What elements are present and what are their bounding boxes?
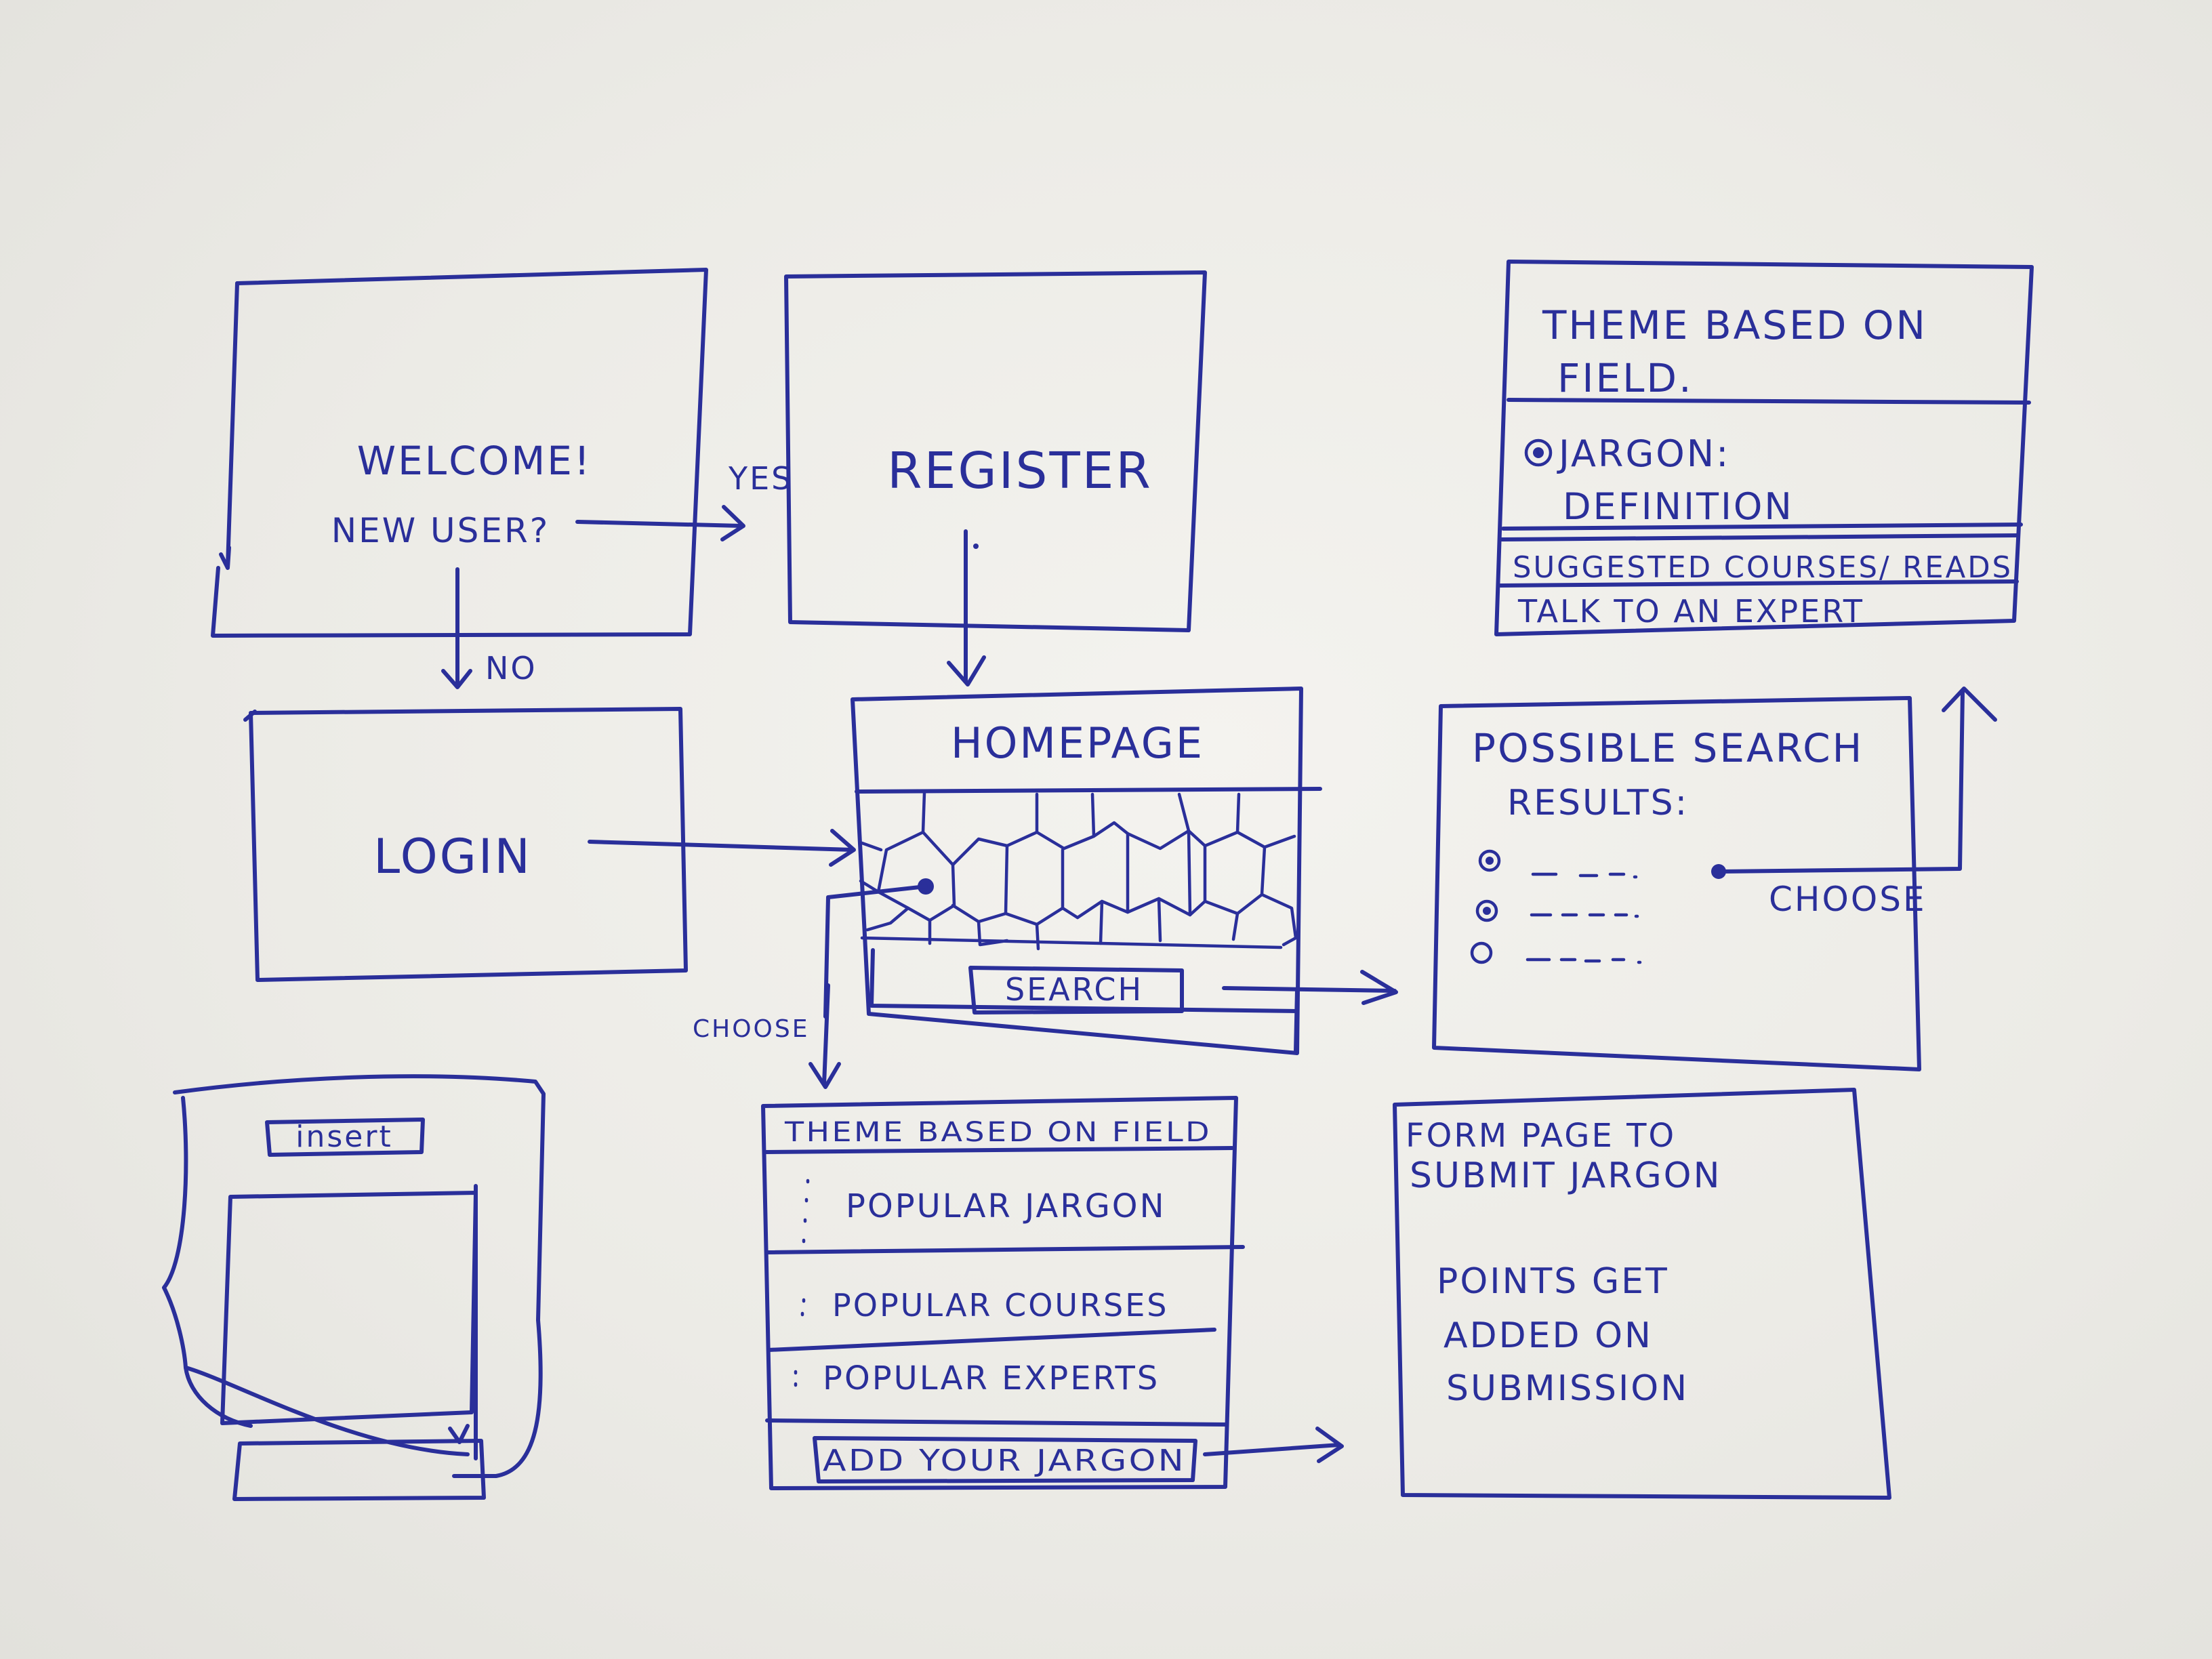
search-results-line1: POSSIBLE SEARCH — [1472, 725, 1864, 771]
welcome-screen: WELCOME! NEW USER? — [211, 268, 708, 638]
form-page-line3: POINTS GET — [1437, 1261, 1669, 1302]
add-jargon-button[interactable]: ADD YOUR JARGON — [823, 1443, 1186, 1478]
theme-detail-frame — [1494, 260, 2034, 636]
search-button[interactable]: SEARCH — [1005, 971, 1143, 1008]
add-jargon-button-frame — [813, 1436, 1197, 1483]
register-screen: REGISTER — [784, 270, 1207, 687]
result-radio-icon[interactable] — [1475, 899, 1498, 922]
result-radio-icon[interactable] — [1470, 941, 1493, 964]
jargon-definition: DEFINITION — [1563, 485, 1794, 528]
theme-list-frame — [761, 1096, 1238, 1490]
search-result-item[interactable] — [1470, 941, 1642, 964]
form-page-line2: SUBMIT JARGON — [1410, 1155, 1721, 1196]
no-label: NO — [485, 650, 537, 687]
jargon-radio-icon[interactable] — [1524, 438, 1553, 467]
register-title: REGISTER — [887, 442, 1153, 500]
insert-screen: insert — [162, 1074, 546, 1501]
welcome-title: WELCOME! — [357, 438, 592, 484]
form-page-frame — [1393, 1088, 1891, 1500]
search-results-screen: POSSIBLE SEARCH RESULTS: CHOOSE — [1432, 687, 1997, 1071]
form-page-line1: FORM PAGE TO — [1406, 1117, 1676, 1155]
theme-list-screen: THEME BASED ON FIELD POPULAR JARGON POPU… — [761, 1096, 1344, 1490]
talk-to-expert-link[interactable]: TALK TO AN EXPERT — [1517, 593, 1864, 630]
search-button-frame — [968, 966, 1184, 1015]
search-result-item[interactable] — [1478, 849, 1638, 879]
homepage-title: HOMEPAGE — [951, 718, 1204, 768]
login-screen: LOGIN — [243, 707, 856, 982]
new-user-question: NEW USER? — [331, 511, 550, 550]
form-page-screen: FORM PAGE TO SUBMIT JARGON POINTS GET AD… — [1393, 1088, 1891, 1500]
form-page-line4: ADDED ON — [1443, 1315, 1653, 1356]
popular-jargon-item[interactable]: POPULAR JARGON — [846, 1187, 1166, 1225]
choose-result-label: CHOOSE — [1769, 880, 1927, 919]
insert-curved-frame — [173, 1074, 546, 1478]
insert-bottom-bar — [232, 1439, 486, 1501]
insert-label[interactable]: insert — [295, 1120, 392, 1154]
theme-detail-screen: THEME BASED ON FIELD. JARGON: DEFINITION… — [1494, 260, 2034, 636]
search-results-frame — [1432, 696, 1921, 1071]
login-frame — [249, 707, 688, 982]
jargon-term: JARGON: — [1557, 432, 1730, 475]
homepage-screen: HOMEPAGE — [693, 687, 1398, 1089]
suggested-courses-link[interactable]: SUGGESTED COURSES/ READS — [1513, 550, 2013, 585]
no-connector: NO — [441, 567, 537, 689]
form-page-line5: SUBMISSION — [1446, 1368, 1689, 1409]
result-radio-icon[interactable] — [1478, 849, 1501, 872]
insert-tag-frame — [265, 1118, 425, 1157]
theme-detail-heading-line2: FIELD. — [1557, 355, 1694, 401]
login-title: LOGIN — [373, 829, 532, 884]
theme-hexagon-grid[interactable] — [859, 791, 1298, 951]
register-frame — [784, 270, 1207, 632]
insert-image-frame — [220, 1191, 478, 1425]
popular-courses-item[interactable]: POPULAR COURSES — [832, 1287, 1169, 1324]
yes-connector: YES — [575, 460, 793, 541]
choose-theme-label: CHOOSE — [693, 1015, 809, 1043]
search-result-item[interactable] — [1475, 899, 1639, 922]
search-results-line2: RESULTS: — [1507, 783, 1689, 823]
welcome-frame — [211, 268, 708, 638]
theme-detail-heading-line1: THEME BASED ON — [1542, 302, 1927, 348]
theme-list-heading: THEME BASED ON FIELD — [784, 1117, 1212, 1148]
popular-experts-item[interactable]: POPULAR EXPERTS — [823, 1359, 1160, 1397]
yes-label: YES — [728, 460, 793, 497]
